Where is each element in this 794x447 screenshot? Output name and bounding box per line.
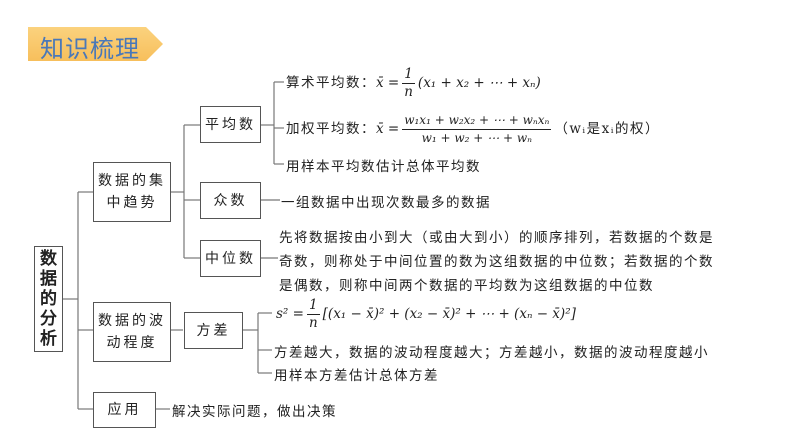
variance-estimate-text: 用样本方差估计总体方差: [274, 368, 439, 384]
variance-meaning-text: 方差越大，数据的波动程度越大；方差越小，数据的波动程度越小: [274, 345, 709, 361]
central-label-line2: 中趋势: [106, 195, 158, 211]
dispersion-label-line2: 动程度: [106, 335, 158, 351]
variance-meaning: 方差越大，数据的波动程度越大；方差越小，数据的波动程度越小: [274, 341, 709, 361]
central-label-line1: 数据的集: [98, 173, 166, 189]
application-node: 应用: [93, 392, 156, 428]
mode-label: 众数: [213, 192, 248, 209]
weighted-mean-label: 加权平均数：: [286, 121, 376, 137]
weighted-note: （wᵢ是xᵢ的权）: [554, 121, 660, 137]
weighted-formula-lhs: x̄ =: [376, 121, 400, 137]
application-description-text: 解决实际问题，做出决策: [172, 404, 337, 420]
section-banner: 知识梳理: [28, 26, 163, 63]
banner-title: 知识梳理: [40, 35, 140, 63]
variance-formula-lhs: s² =: [276, 306, 304, 322]
central-tendency-node: 数据的集 中趋势: [93, 162, 171, 222]
arithmetic-formula-lhs: x̄ =: [376, 75, 400, 91]
application-description: 解决实际问题，做出决策: [172, 400, 337, 420]
mean-label: 平均数: [205, 116, 256, 133]
arithmetic-mean-label: 算术平均数：: [286, 75, 376, 91]
mode-node: 众数: [200, 182, 261, 219]
variance-estimate: 用样本方差估计总体方差: [274, 364, 439, 384]
dispersion-label-line1: 数据的波: [98, 313, 166, 329]
fraction-denominator: n: [404, 84, 413, 100]
application-label: 应用: [107, 402, 142, 418]
dispersion-node: 数据的波 动程度: [93, 302, 171, 362]
arithmetic-formula-rhs: (x₁ + x₂ + ⋯ + xₙ): [417, 75, 541, 91]
variance-formula-rhs: [(x₁ − x̄)² + (x₂ − x̄)² + ⋯ + (xₙ − x̄)…: [322, 306, 576, 322]
mean-node: 平均数: [200, 106, 261, 143]
mode-description-text: 一组数据中出现次数最多的数据: [281, 195, 491, 211]
median-node: 中位数: [200, 240, 261, 277]
banner-arrow-shape: [28, 27, 163, 61]
median-desc-line-3: 是偶数，则称中间两个数据的平均数为这组数据的中位数: [279, 278, 654, 294]
fraction-numerator: w₁x₁ + w₂x₂ + ⋯ + wₙxₙ: [402, 112, 552, 130]
mean-estimate-text: 用样本平均数估计总体平均数: [286, 159, 481, 175]
root-label: 数据的分析: [40, 249, 57, 349]
variance-node: 方差: [184, 312, 243, 349]
fraction-numerator: 1: [307, 297, 320, 315]
mode-description: 一组数据中出现次数最多的数据: [281, 191, 491, 211]
fraction-denominator: w₁ + w₂ + ⋯ + wₙ: [421, 131, 532, 145]
median-label: 中位数: [205, 250, 256, 267]
median-description: 先将数据按由小到大（或由大到小）的顺序排列，若数据的个数是 奇数，则称处于中间位…: [279, 226, 749, 298]
median-desc-line-2: 奇数，则称处于中间位置的数为这组数据的中位数；若数据的个数: [279, 254, 714, 270]
fraction-denominator: n: [308, 315, 318, 331]
root-node: 数据的分析: [34, 246, 63, 352]
median-desc-line-1: 先将数据按由小到大（或由大到小）的顺序排列，若数据的个数是: [279, 230, 714, 246]
mean-estimate-item: 用样本平均数估计总体平均数: [286, 155, 481, 175]
fraction-numerator: 1: [402, 66, 415, 84]
variance-label: 方差: [196, 322, 231, 339]
